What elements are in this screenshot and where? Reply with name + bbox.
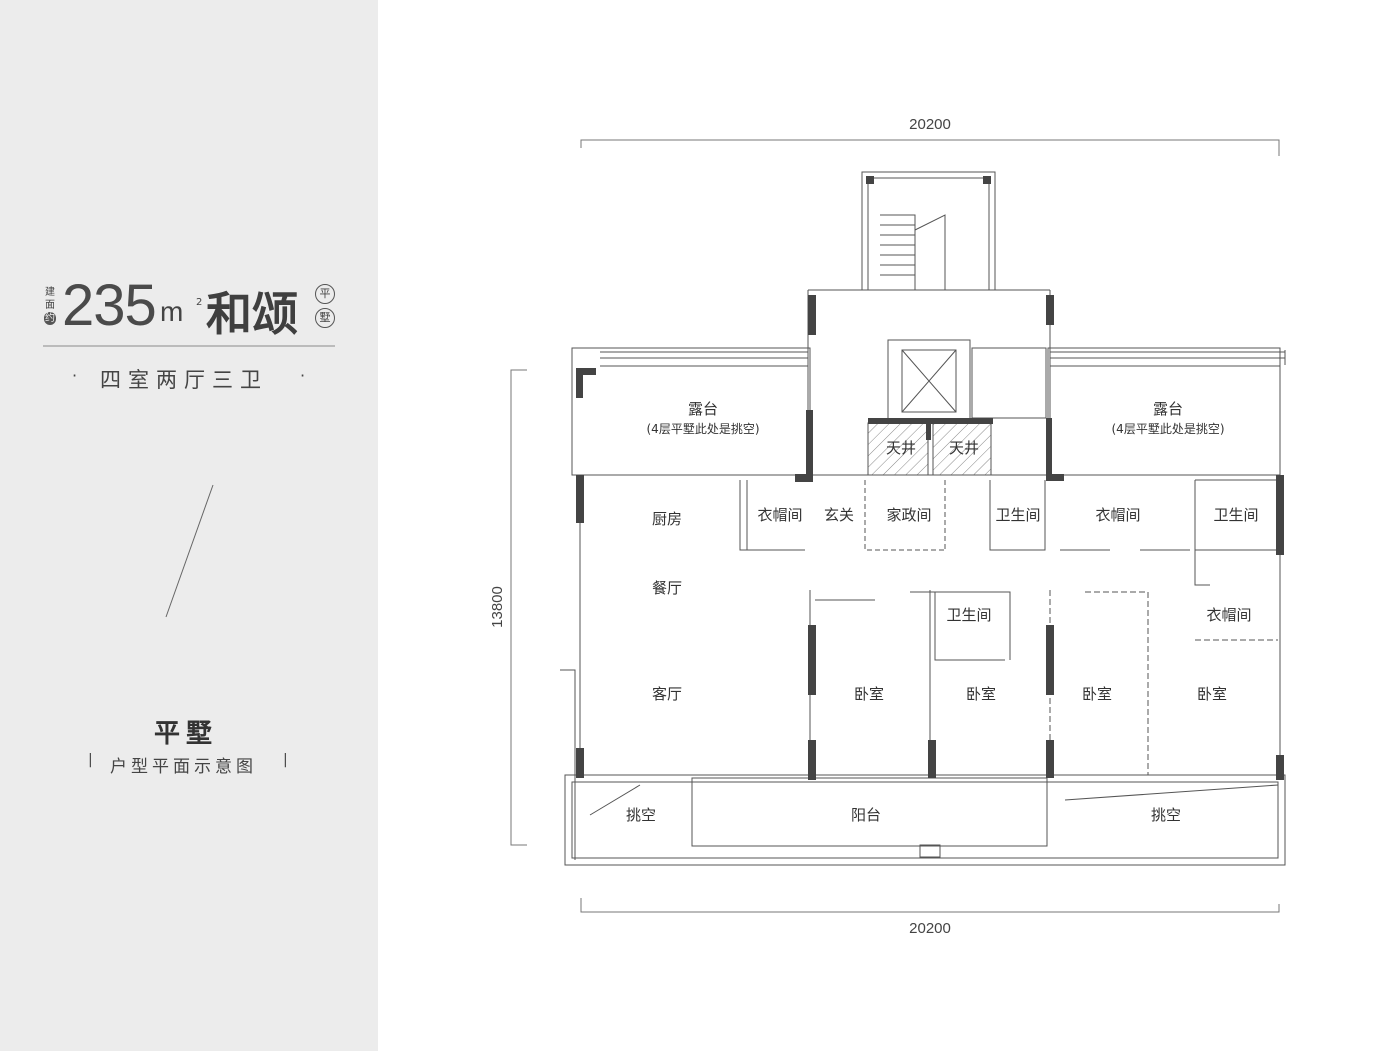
- area-value: 235: [62, 273, 157, 338]
- lightwells: [867, 422, 992, 476]
- project-name: 和颂: [206, 287, 298, 341]
- area-prefix-char: 约: [44, 312, 56, 325]
- room-bath-2: 卫生间: [1213, 506, 1258, 524]
- room-bath-1: 卫生间: [995, 506, 1040, 524]
- room-void-left: 挑空: [626, 806, 656, 824]
- room-kitchen: 厨房: [652, 510, 682, 528]
- decorative-slash: [165, 484, 214, 618]
- room-bedroom-1: 卧室: [854, 685, 884, 703]
- divider: [43, 345, 335, 347]
- info-panel: 建 面 约 235 m 2 和颂 平 墅 · 四室两厅三卫 · 平墅 | 户型平…: [0, 0, 378, 1051]
- badge-char: 墅: [315, 308, 335, 328]
- room-bath-3: 卫生间: [946, 606, 991, 624]
- area-sup: 2: [196, 297, 203, 308]
- dim-left: 13800: [489, 586, 506, 628]
- dot: ·: [72, 366, 78, 385]
- room-lightwell-2: 天井: [949, 439, 979, 457]
- room-bedroom-4: 卧室: [1197, 685, 1227, 703]
- room-terrace-right: 露台: [1153, 400, 1183, 418]
- area-prefix-char: 建: [45, 287, 55, 298]
- dim-top: 20200: [909, 116, 951, 133]
- badge-char: 平: [315, 284, 335, 304]
- bar: |: [88, 752, 93, 768]
- area-prefix-char: 面: [45, 300, 55, 311]
- room-balcony: 阳台: [851, 806, 881, 824]
- room-foyer: 玄关: [824, 506, 854, 524]
- room-labels: 露台 (4层平墅此处是挑空) 露台 (4层平墅此处是挑空) 天井 天井 厨房 衣…: [626, 400, 1259, 824]
- room-void-right: 挑空: [1151, 806, 1181, 824]
- room-lightwell-1: 天井: [886, 439, 916, 457]
- type-title: 平墅: [154, 719, 219, 749]
- room-bedroom-3: 卧室: [1082, 685, 1112, 703]
- dimension-lines: [510, 139, 1280, 913]
- area-unit: m: [160, 296, 184, 327]
- room-living: 客厅: [652, 685, 682, 703]
- room-cloakroom-3: 衣帽间: [1206, 606, 1251, 624]
- room-terrace-left: 露台: [688, 400, 718, 418]
- room-terrace-right-note: (4层平墅此处是挑空): [1112, 422, 1225, 436]
- room-terrace-left-note: (4层平墅此处是挑空): [647, 422, 760, 436]
- room-dining: 餐厅: [652, 579, 682, 597]
- structural-columns: [576, 176, 1284, 780]
- dot: ·: [300, 366, 306, 385]
- room-cloakroom-2: 衣帽间: [1095, 506, 1140, 524]
- room-cloakroom-1: 衣帽间: [757, 506, 802, 524]
- layout-text: 四室两厅三卫: [100, 368, 268, 392]
- area-prefix: 建 面 约: [44, 286, 56, 325]
- bar: |: [283, 752, 288, 768]
- room-bedroom-2: 卧室: [966, 685, 996, 703]
- dim-bottom: 20200: [909, 920, 951, 937]
- caption: 户型平面示意图: [110, 757, 257, 777]
- room-utility: 家政间: [886, 506, 931, 524]
